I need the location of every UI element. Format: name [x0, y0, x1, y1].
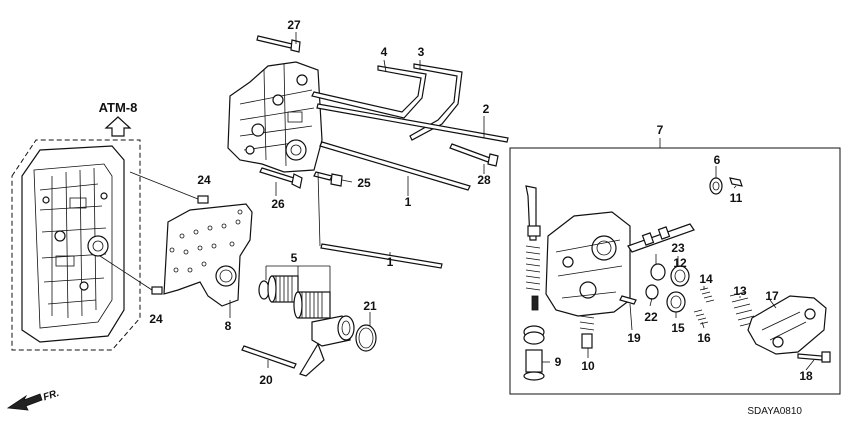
regulator-valve-body	[227, 61, 323, 173]
callout-8[interactable]: 8	[225, 319, 232, 333]
dowel-shaft-upper	[319, 141, 471, 191]
front-arrow-icon	[6, 393, 43, 411]
reference-label[interactable]: ATM-8	[99, 100, 138, 115]
separator-plate	[163, 203, 253, 307]
callout-4[interactable]: 4	[381, 45, 388, 59]
callout-14[interactable]: 14	[699, 272, 713, 286]
callout-13[interactable]: 13	[733, 284, 747, 298]
callout-3[interactable]: 3	[418, 45, 425, 59]
front-direction-indicator: FR.	[6, 388, 61, 411]
callout-17[interactable]: 17	[765, 289, 779, 303]
shift-valve-spool	[627, 223, 695, 253]
callout-15[interactable]: 15	[671, 321, 685, 335]
o-ring-23	[650, 263, 666, 281]
accumulator-spring-13	[729, 291, 757, 327]
accumulator-cover-17	[747, 295, 827, 355]
callout-2[interactable]: 2	[483, 102, 490, 116]
callout-18[interactable]: 18	[799, 369, 813, 383]
callout-25[interactable]: 25	[357, 176, 371, 190]
callout-12[interactable]: 12	[673, 256, 687, 270]
callout-6[interactable]: 6	[714, 153, 721, 167]
accumulator-piston-left	[523, 325, 545, 345]
leader-lines	[229, 32, 815, 371]
callout-26[interactable]: 26	[271, 197, 285, 211]
diagram-code: SDAYA0810	[747, 406, 802, 417]
flange-bolt-upper	[256, 35, 301, 53]
valve-seat-6	[709, 177, 723, 195]
one-way-clutch-set	[258, 265, 331, 319]
callout-27[interactable]: 27	[287, 18, 301, 32]
stator-shaft	[299, 315, 355, 377]
callout-7[interactable]: 7	[657, 123, 664, 137]
main-valve-body	[21, 145, 125, 343]
callout-1-lower[interactable]: 1	[387, 255, 394, 269]
servo-body	[545, 211, 631, 317]
callout-24-lower[interactable]: 24	[149, 312, 163, 326]
stopper-shaft	[241, 345, 297, 369]
bolt-19	[619, 295, 637, 305]
callout-9[interactable]: 9	[555, 355, 562, 369]
accumulator-spring-10	[579, 315, 595, 349]
callout-16[interactable]: 16	[697, 331, 711, 345]
front-label: FR.	[42, 388, 61, 403]
flange-bolt-26	[259, 167, 303, 189]
callout-28[interactable]: 28	[477, 173, 491, 187]
accumulator-piston-12	[670, 265, 690, 287]
callout-24-upper[interactable]: 24	[197, 173, 211, 187]
callout-10[interactable]: 10	[581, 359, 595, 373]
callout-5[interactable]: 5	[291, 251, 298, 265]
dowel-shaft-lower	[317, 171, 443, 269]
dowel-pin-upper	[129, 171, 209, 204]
callout-20[interactable]: 20	[259, 373, 273, 387]
accumulator-piston-15	[666, 291, 686, 313]
accumulator-cover-9	[523, 349, 545, 381]
callout-11[interactable]: 11	[730, 191, 743, 205]
oil-pipe-4	[311, 65, 427, 119]
accumulator-spring-16	[693, 309, 709, 325]
reference-arrow-icon	[104, 116, 132, 137]
retaining-clip-11	[729, 177, 743, 187]
o-ring-22	[645, 284, 659, 300]
snap-ring	[355, 324, 377, 352]
flange-bolt-18	[797, 351, 831, 363]
callout-19[interactable]: 19	[627, 331, 641, 345]
main-valve-body-outline	[11, 139, 141, 351]
accumulator-spring-14	[699, 287, 715, 303]
accumulator-spring-left	[525, 245, 541, 311]
callout-21[interactable]: 21	[363, 299, 377, 313]
callout-22[interactable]: 22	[644, 310, 658, 324]
long-bolt-28	[449, 143, 499, 167]
flange-nut-25	[313, 171, 343, 187]
servo-body-assembly-box	[509, 147, 841, 395]
long-bolt-2	[316, 103, 509, 143]
callout-23[interactable]: 23	[671, 241, 685, 255]
callout-1-upper[interactable]: 1	[405, 195, 412, 209]
callout-labels: 27 4 3 2 28 1 1 25 26 24 24 5 8 21 20 7 …	[149, 18, 813, 387]
accumulator-pipe	[525, 185, 541, 241]
dowel-pin-lower	[99, 255, 163, 295]
